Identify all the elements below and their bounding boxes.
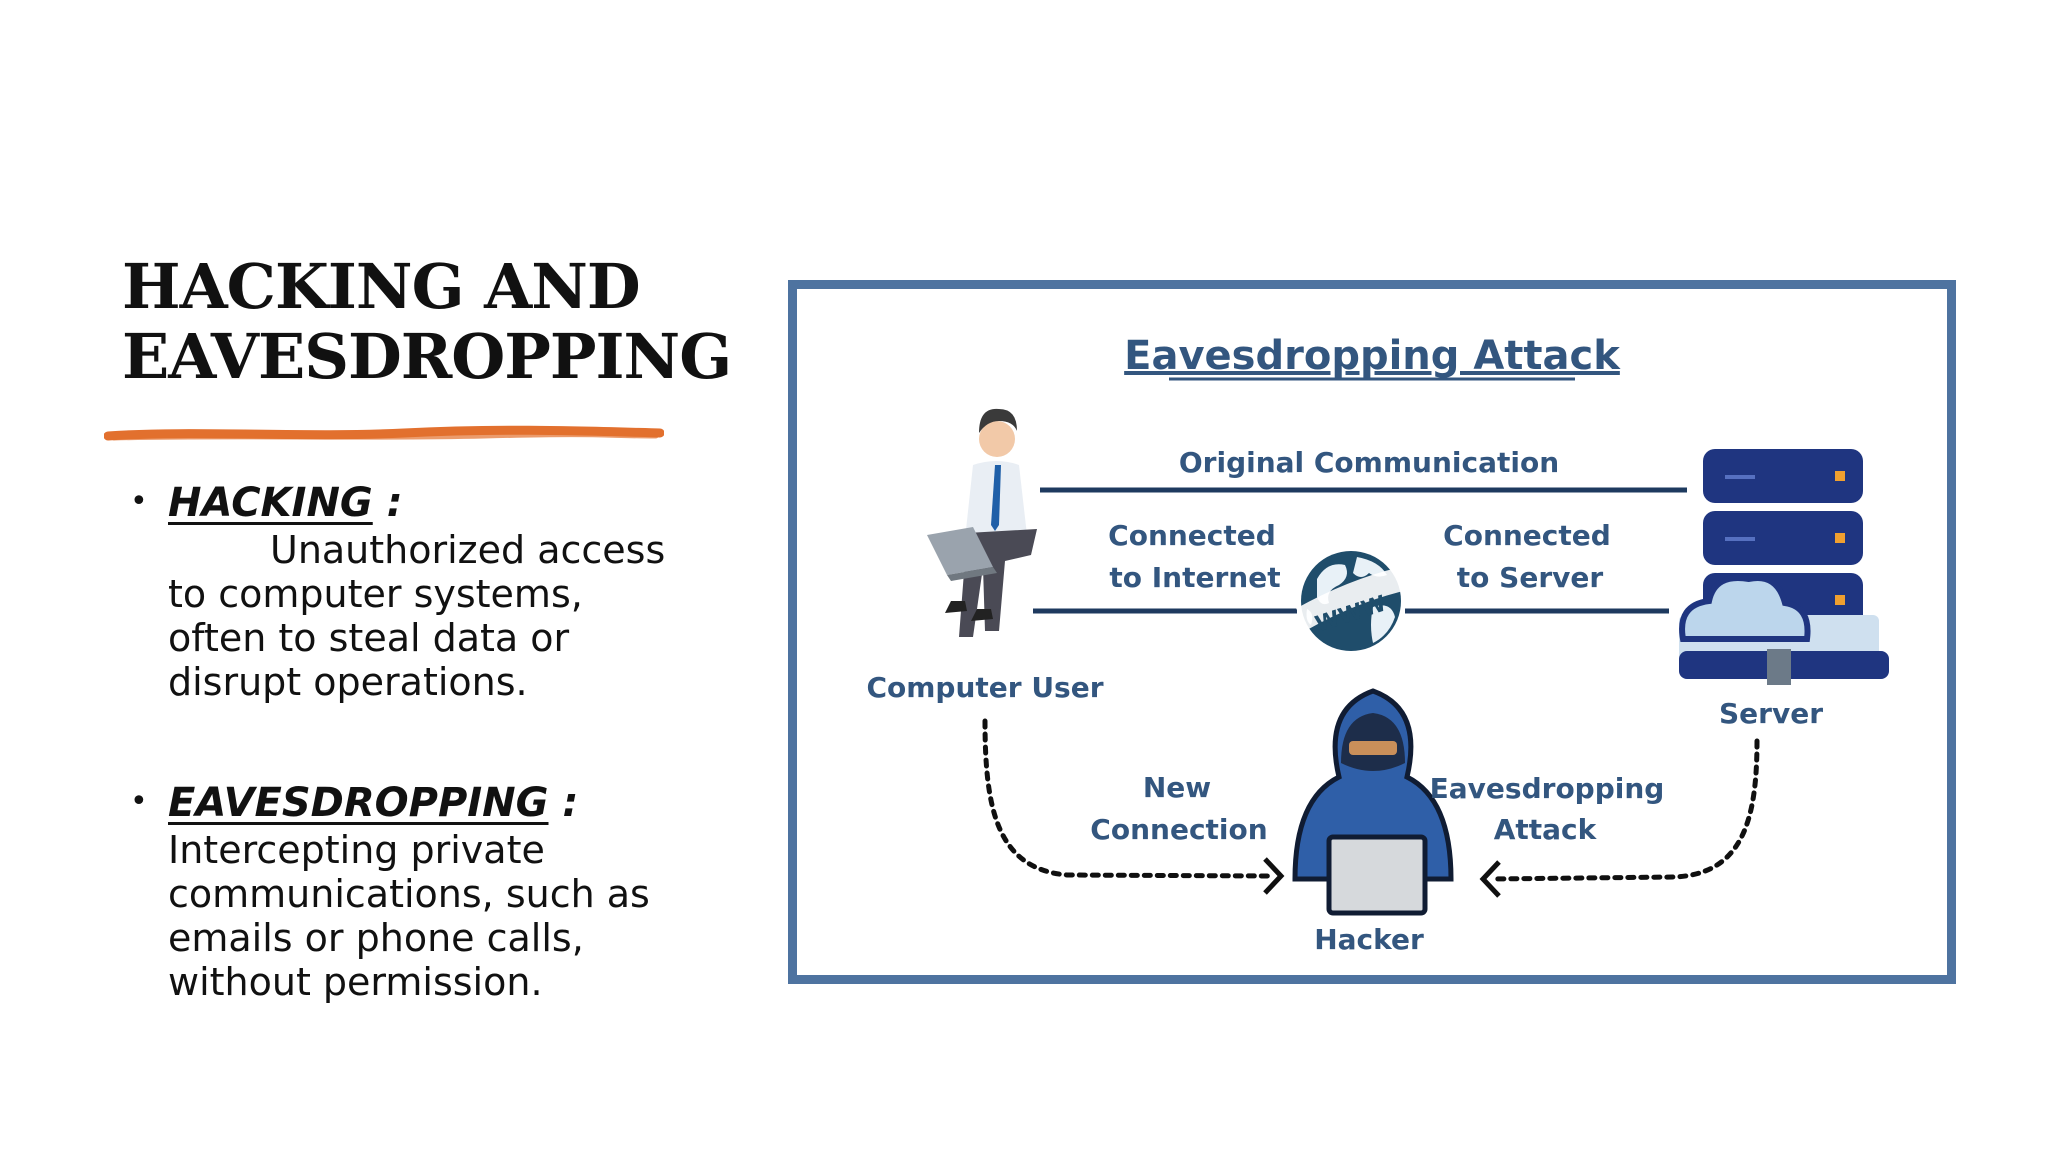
arrowhead-new-connection xyxy=(1263,857,1285,895)
label-eavesdropping-attack-1: Eavesdropping xyxy=(1430,772,1665,805)
label-new-connection-1: New xyxy=(1143,771,1211,804)
bullet-heading: EAVESDROPPING : xyxy=(168,778,690,828)
label-eavesdropping-attack-2: Attack xyxy=(1494,813,1598,846)
computer-user-icon xyxy=(927,408,1037,637)
label-connected-server-2: to Server xyxy=(1457,561,1604,594)
bullet-term: EAVESDROPPING xyxy=(168,780,549,826)
title-line-2: EAVESDROPPING xyxy=(122,320,732,393)
eavesdropping-diagram: Eavesdropping Attack Original Communicat… xyxy=(866,333,1889,956)
bullet-line: disrupt operations. xyxy=(168,660,528,704)
slide-title: HACKING AND EAVESDROPPING xyxy=(122,250,732,393)
bullet-eavesdropping: • EAVESDROPPING : Intercepting private c… xyxy=(130,778,690,1004)
bullet-line: communications, such as xyxy=(168,872,650,916)
hacker-icon xyxy=(1292,688,1454,916)
label-connected-server-1: Connected xyxy=(1443,519,1611,552)
bullet-separator: : xyxy=(372,480,403,526)
label-original-communication: Original Communication xyxy=(1179,446,1559,479)
label-new-connection-2: Connection xyxy=(1090,813,1267,846)
label-connected-internet-2: to Internet xyxy=(1109,561,1280,594)
bullet-line: Unauthorized access xyxy=(270,528,666,572)
label-server: Server xyxy=(1719,697,1823,730)
arrow-eavesdropping-attack xyxy=(1488,738,1760,882)
bullet-description: Intercepting private communications, suc… xyxy=(168,828,690,1004)
bullet-line: Intercepting private xyxy=(168,828,545,872)
arrow-new-connection xyxy=(982,718,1274,879)
bullet-line: without permission. xyxy=(168,960,543,1004)
bullet-line: emails or phone calls, xyxy=(168,916,584,960)
bullet-dot: • xyxy=(130,484,148,519)
bullet-list: • HACKING : Unauthorized access to compu… xyxy=(130,478,690,1004)
arrowhead-eavesdropping-attack xyxy=(1479,860,1501,898)
label-computer-user: Computer User xyxy=(866,671,1103,704)
diagram-frame: Eavesdropping Attack Original Communicat… xyxy=(788,280,1956,984)
globe-icon: WWW xyxy=(1296,551,1405,651)
label-hacker: Hacker xyxy=(1314,923,1424,956)
bullet-description: Unauthorized access to computer systems,… xyxy=(168,528,690,704)
bullet-term: HACKING xyxy=(168,480,373,526)
title-line-1: HACKING AND xyxy=(122,250,641,323)
accent-underline xyxy=(104,425,664,441)
diagram-title: Eavesdropping Attack xyxy=(1124,333,1621,379)
bullet-dot: • xyxy=(130,784,148,819)
label-connected-internet-1: Connected xyxy=(1108,519,1276,552)
bullet-hacking: • HACKING : Unauthorized access to compu… xyxy=(130,478,690,704)
bullet-line: often to steal data or xyxy=(168,616,570,660)
bullet-heading: HACKING : xyxy=(168,478,690,528)
bullet-separator: : xyxy=(548,780,579,826)
server-icon xyxy=(1679,449,1889,685)
bullet-line: to computer systems, xyxy=(168,572,583,616)
